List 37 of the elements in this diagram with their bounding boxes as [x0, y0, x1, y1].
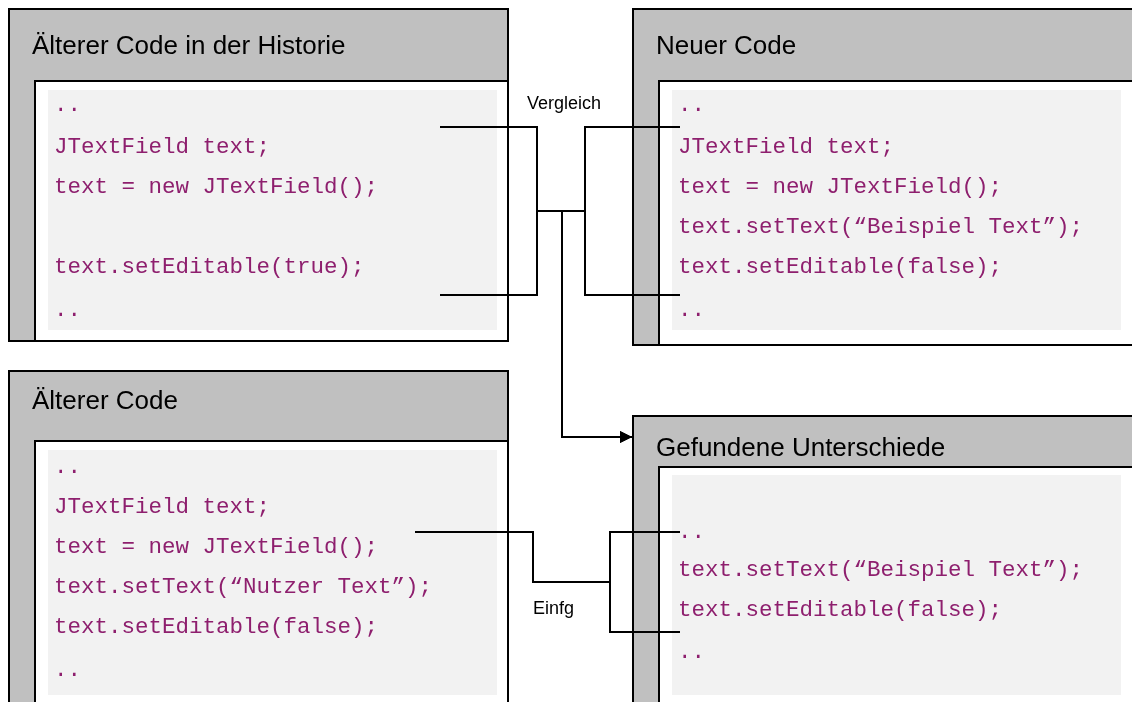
code-line: JTextField text; [678, 134, 895, 160]
panel-title: Neuer Code [656, 30, 797, 60]
code-line: .. [54, 657, 81, 683]
code-block [672, 475, 1121, 695]
code-line: text.setEditable(false); [54, 614, 379, 640]
code-line: .. [678, 92, 705, 118]
code-line: text.setEditable(false); [678, 254, 1003, 280]
code-line: text.setText(“Nutzer Text”); [54, 574, 433, 600]
code-line: JTextField text; [54, 134, 271, 160]
code-block [48, 450, 497, 695]
code-line: text = new JTextField(); [54, 534, 379, 560]
code-line: .. [54, 92, 81, 118]
code-line: .. [678, 519, 705, 545]
window-panel [8, 370, 509, 702]
connector-bracket [561, 126, 681, 443]
panel-title: Älterer Code in der Historie [32, 30, 346, 60]
code-line: text = new JTextField(); [54, 174, 379, 200]
code-line: .. [54, 454, 81, 480]
window-panel [8, 8, 509, 342]
code-line: .. [678, 297, 705, 323]
code-line: text.setEditable(true); [54, 254, 365, 280]
connector-label: Vergleich [527, 92, 602, 114]
code-line: .. [54, 297, 81, 323]
code-line: text.setEditable(false); [678, 597, 1003, 623]
code-line: JTextField text; [54, 494, 271, 520]
connector-label: Einfg [533, 597, 575, 619]
window-panel [632, 8, 1132, 346]
code-line: .. [678, 639, 705, 665]
panel-title: Gefundene Unterschiede [656, 432, 946, 462]
code-line: text.setText(“Beispiel Text”); [678, 557, 1084, 583]
code-line: text.setText(“Beispiel Text”); [678, 214, 1084, 240]
code-block [48, 90, 497, 330]
code-block [672, 90, 1121, 330]
code-line: text = new JTextField(); [678, 174, 1003, 200]
window-panel [632, 415, 1132, 702]
connector-bracket [414, 531, 681, 633]
panel-title: Älterer Code [32, 385, 178, 415]
